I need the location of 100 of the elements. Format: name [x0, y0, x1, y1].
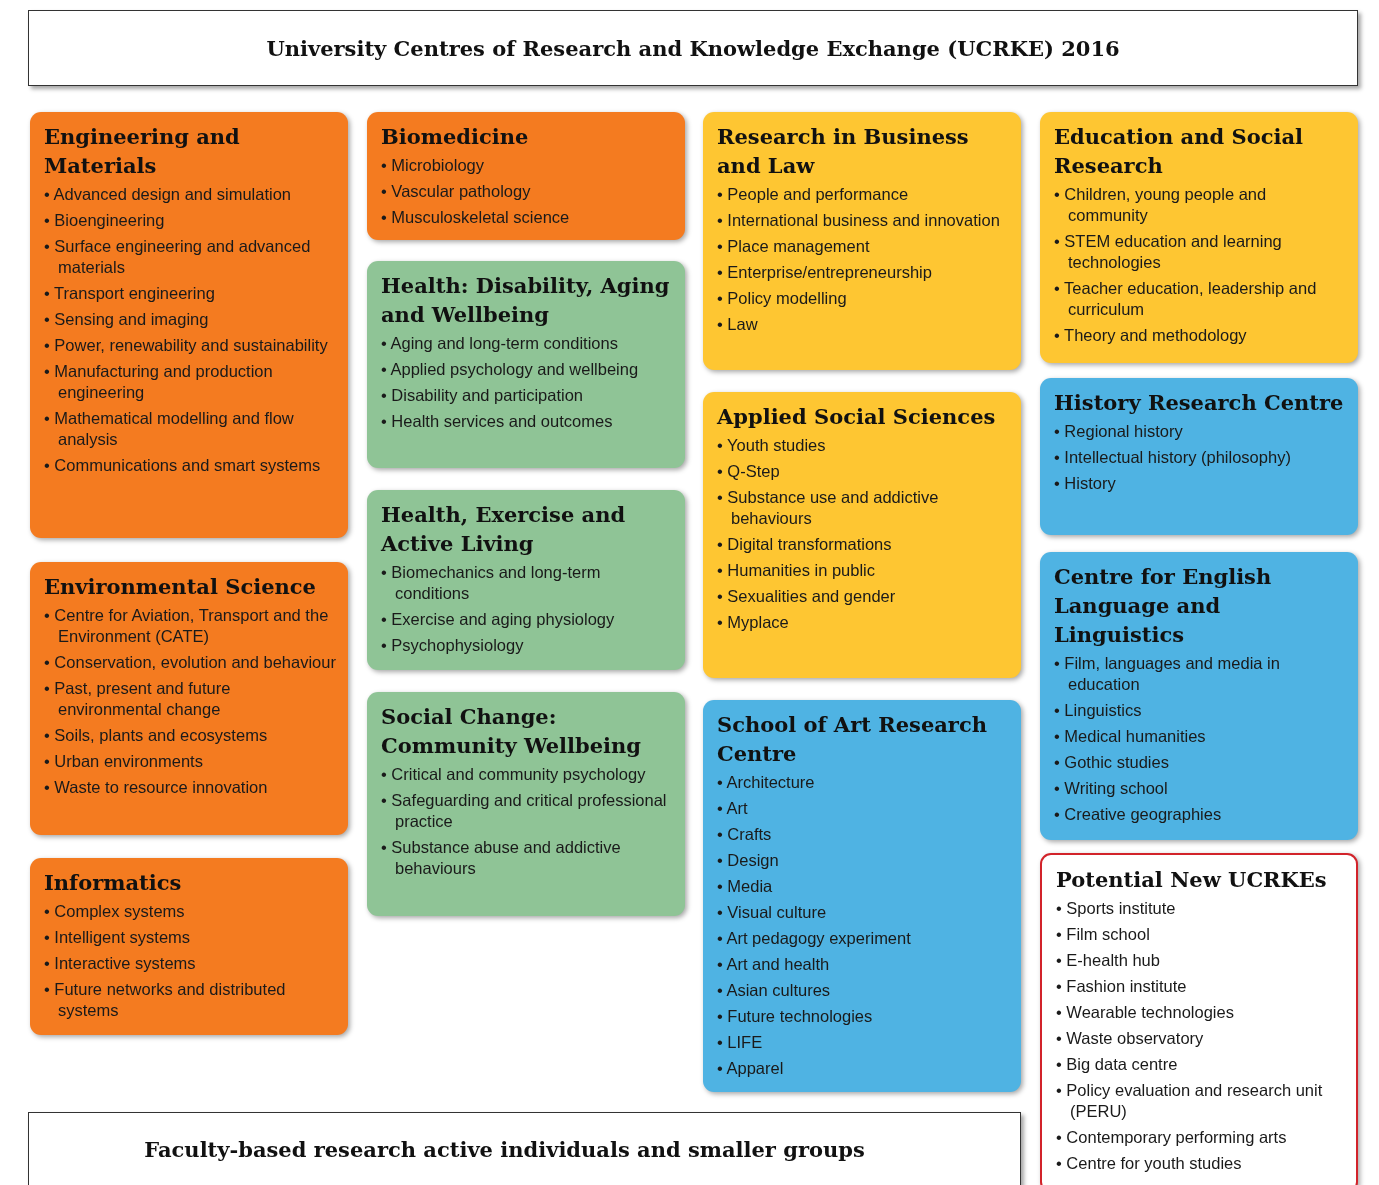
list-item: • Power, renewability and sustainability [44, 335, 329, 356]
list-item: • Medical humanities [1054, 726, 1207, 747]
list-item: • Disability and participation [381, 385, 585, 406]
list-item: • Applied psychology and wellbeing [381, 359, 640, 380]
list-item: • Critical and community psychology [381, 764, 647, 785]
card-heading: Environmental Science [44, 573, 317, 601]
centre-card [1040, 112, 1358, 363]
list-item: • Soils, plants and ecosystems [44, 725, 269, 746]
list-item: • Design [717, 850, 780, 871]
list-item: • Future technologies [717, 1006, 874, 1027]
card-heading: Research in Business and Law [717, 123, 970, 180]
title-text: University Centres of Research and Knowledge Exchange (UCRKE) 2016 [266, 35, 1120, 61]
card-heading: Health, Exercise and Active Living [381, 501, 627, 558]
centre-card [367, 692, 685, 916]
list-item: • Health services and outcomes [381, 411, 614, 432]
list-item: • Linguistics [1054, 700, 1143, 721]
card-heading: Centre for English Language and Linguistics [1054, 563, 1273, 649]
centre-card [703, 112, 1021, 370]
centre-card [30, 562, 348, 835]
list-item: • Vascular pathology [381, 181, 532, 202]
title-box [28, 1112, 1021, 1185]
list-item: • Regional history [1054, 421, 1184, 442]
list-item: • Sports institute [1056, 898, 1177, 919]
list-item: • Waste to resource innovation [44, 777, 269, 798]
centre-card [703, 392, 1021, 678]
list-item: • Film school [1056, 924, 1151, 945]
list-item: • Law [717, 314, 759, 335]
card-heading: Engineering and Materials [44, 123, 241, 180]
list-item: • Wearable technologies [1056, 1002, 1235, 1023]
list-item: • Waste observatory [1056, 1028, 1205, 1049]
list-item: • Centre for youth studies [1056, 1153, 1243, 1174]
list-item: • Interactive systems [44, 953, 197, 974]
list-item: • E-health hub [1056, 950, 1161, 971]
list-item: • Microbiology [381, 155, 485, 176]
list-item: • Art and health [717, 954, 831, 975]
list-item: • Asian cultures [717, 980, 832, 1001]
list-item: • Place management [717, 236, 871, 257]
list-item: • Sexualities and gender [717, 586, 897, 607]
list-item: • Advanced design and simulation [44, 184, 293, 205]
list-item: • Policy evaluation and research unit (PERU) [1056, 1080, 1324, 1122]
list-item: • Children, young people and community [1054, 184, 1268, 226]
list-item: • Musculoskeletal science [381, 207, 571, 228]
list-item: • Communications and smart systems [44, 455, 322, 476]
centre-card [703, 700, 1021, 1092]
list-item: • Architecture [717, 772, 816, 793]
list-item: • Art [717, 798, 749, 819]
list-item: • Intelligent systems [44, 927, 192, 948]
list-item: • Intellectual history (philosophy) [1054, 447, 1292, 468]
list-item: • Enterprise/entrepreneurship [717, 262, 933, 283]
list-item: • Writing school [1054, 778, 1169, 799]
card-heading: Informatics [44, 869, 183, 897]
card-heading: Health: Disability, Aging and Wellbeing [381, 272, 671, 329]
list-item: • Substance abuse and addictive behaviours [381, 837, 622, 879]
list-item: • Theory and methodology [1054, 325, 1248, 346]
title-text: Faculty-based research active individuals and smaller groups [144, 1137, 865, 1162]
list-item: • Digital transformations [717, 534, 893, 555]
card-heading: Social Change: Community Wellbeing [381, 703, 643, 760]
list-item: • Creative geographies [1054, 804, 1223, 825]
list-item: • Contemporary performing arts [1056, 1127, 1288, 1148]
list-item: • Future networks and distributed systems [44, 979, 287, 1021]
list-item: • Substance use and addictive behaviours [717, 487, 940, 529]
list-item: • Media [717, 876, 774, 897]
list-item: • Bioengineering [44, 210, 166, 231]
list-item: • People and performance [717, 184, 910, 205]
centre-card [1040, 853, 1358, 1185]
list-item: • Exercise and aging physiology [381, 609, 616, 630]
list-item: • Art pedagogy experiment [717, 928, 912, 949]
list-item: • STEM education and learning technologies [1054, 231, 1283, 273]
list-item: • Manufacturing and production engineering [44, 361, 274, 403]
list-item: • Gothic studies [1054, 752, 1170, 773]
card-heading: Applied Social Sciences [717, 403, 997, 431]
list-item: • Humanities in public [717, 560, 876, 581]
card-heading: History Research Centre [1054, 389, 1345, 417]
centre-card [1040, 552, 1358, 840]
list-item: • Biomechanics and long-term conditions [381, 562, 602, 604]
centre-card [367, 261, 685, 468]
centre-card [30, 858, 348, 1035]
card-heading: Potential New UCRKEs [1056, 866, 1328, 894]
list-item: • Myplace [717, 612, 790, 633]
list-item: • Big data centre [1056, 1054, 1179, 1075]
list-item: • Teacher education, leadership and curriculum [1054, 278, 1318, 320]
list-item: • Visual culture [717, 902, 828, 923]
list-item: • Fashion institute [1056, 976, 1188, 997]
list-item: • LIFE [717, 1032, 764, 1053]
card-heading: Education and Social Research [1054, 123, 1304, 180]
list-item: • Centre for Aviation, Transport and the Environment (CATE) [44, 605, 330, 647]
list-item: • Mathematical modelling and flow analysis [44, 408, 295, 450]
list-item: • Aging and long-term conditions [381, 333, 619, 354]
list-item: • Conservation, evolution and behaviour [44, 652, 336, 673]
list-item: • Crafts [717, 824, 773, 845]
list-item: • International business and innovation [717, 210, 1001, 231]
list-item: • Urban environments [44, 751, 204, 772]
card-heading: Biomedicine [381, 123, 530, 151]
list-item: • Q-Step [717, 461, 781, 482]
centre-card [367, 112, 685, 240]
list-item: • Psychophysiology [381, 635, 525, 656]
list-item: • Film, languages and media in education [1054, 653, 1281, 695]
list-item: • Surface engineering and advanced materials [44, 236, 312, 278]
title-box [28, 10, 1358, 86]
list-item: • History [1054, 473, 1117, 494]
